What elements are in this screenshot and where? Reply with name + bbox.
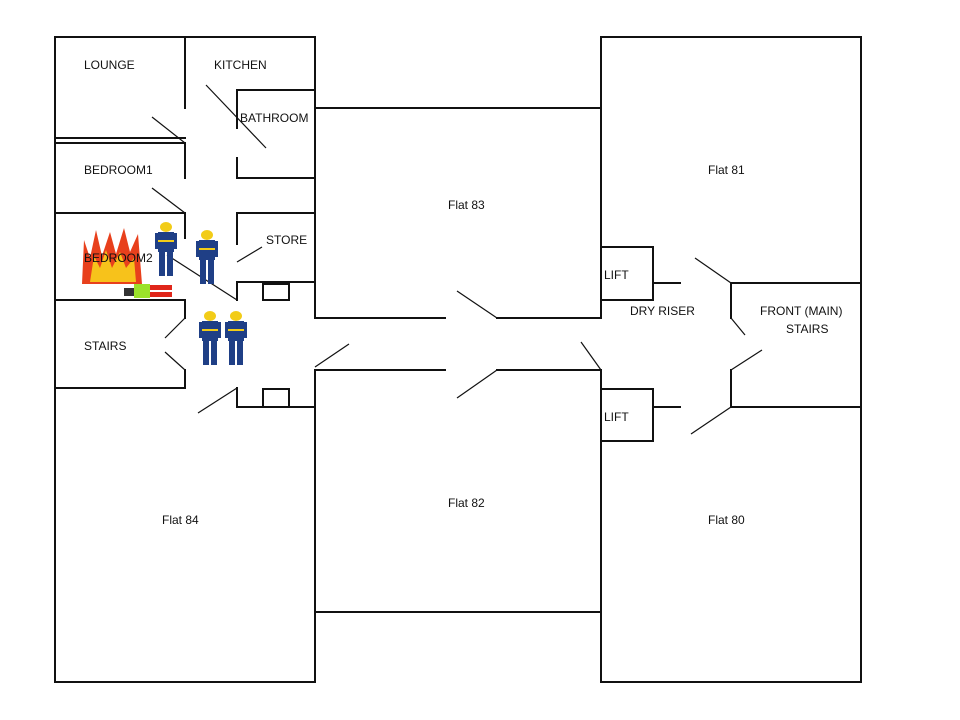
room-label-bedroom1: BEDROOM1 xyxy=(84,163,153,177)
room-label-dry-riser: DRY RISER xyxy=(630,304,695,318)
room-labels: LOUNGE KITCHEN BATHROOM BEDROOM1 BEDROOM… xyxy=(84,58,842,424)
flat-label-80: Flat 80 xyxy=(708,513,745,527)
room-label-bathroom: BATHROOM xyxy=(240,111,308,125)
casualty-icon xyxy=(124,284,172,298)
firefighter-icon xyxy=(199,311,221,365)
room-label-lift-upper: LIFT xyxy=(604,268,629,282)
room-label-lounge: LOUNGE xyxy=(84,58,135,72)
room-label-front-stairs-line2: STAIRS xyxy=(786,322,828,336)
flat-label-82: Flat 82 xyxy=(448,496,485,510)
fire-icon xyxy=(82,228,142,284)
firefighter-icon xyxy=(155,222,177,276)
flat-label-83: Flat 83 xyxy=(448,198,485,212)
flat-label-81: Flat 81 xyxy=(708,163,745,177)
firefighter-icon xyxy=(225,311,247,365)
door-swings xyxy=(151,84,763,435)
flat-label-84: Flat 84 xyxy=(162,513,199,527)
walls xyxy=(54,36,862,683)
room-label-stairs: STAIRS xyxy=(84,339,126,353)
room-label-store: STORE xyxy=(266,233,307,247)
room-label-bedroom2: BEDROOM2 xyxy=(84,251,153,265)
room-label-front-stairs-line1: FRONT (MAIN) xyxy=(760,304,842,318)
firefighter-icon xyxy=(196,230,218,284)
flat-labels: Flat 81 Flat 83 Flat 84 Flat 82 Flat 80 xyxy=(162,163,745,527)
room-label-kitchen: KITCHEN xyxy=(214,58,267,72)
room-label-lift-lower: LIFT xyxy=(604,410,629,424)
